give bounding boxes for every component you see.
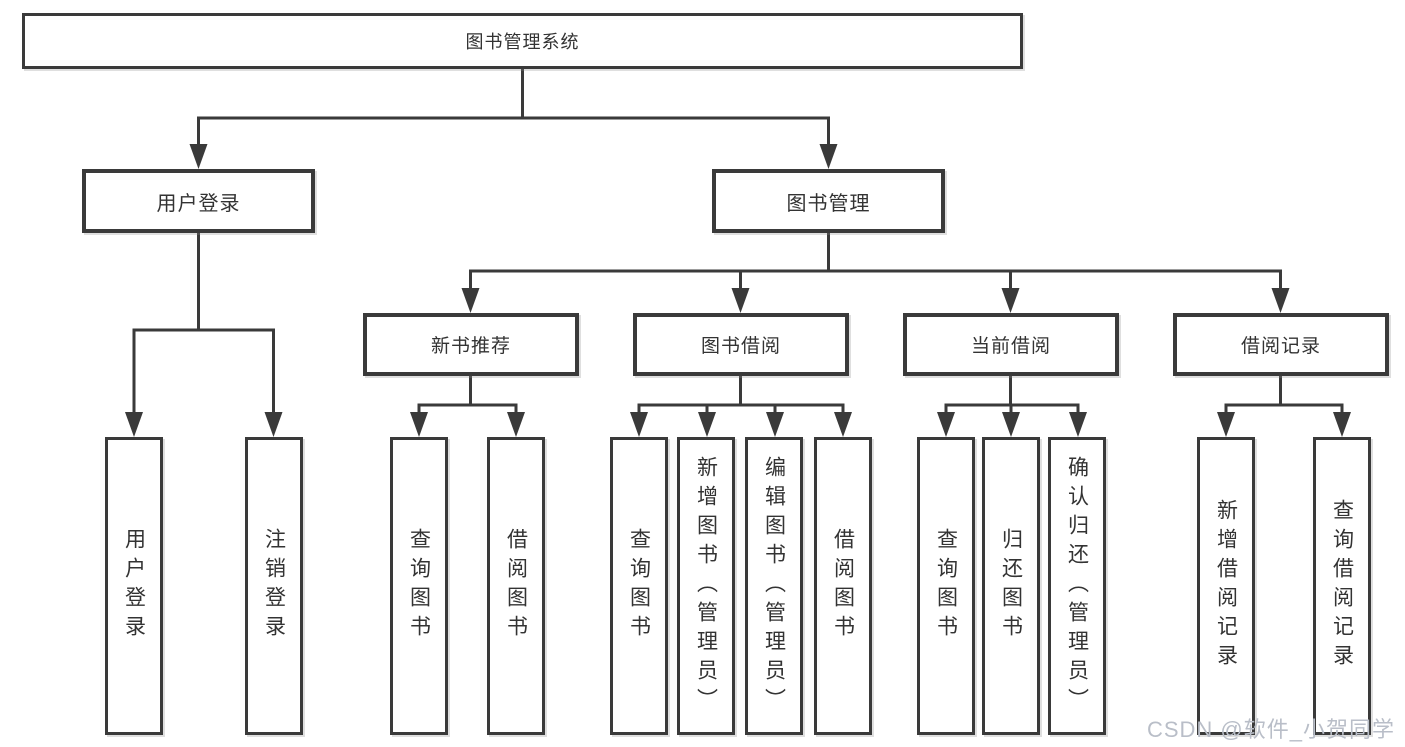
leaf-label: 查询图书: [934, 528, 958, 644]
leaf-label: 借阅图书: [831, 528, 855, 644]
leaf-label: 归还图书: [999, 528, 1023, 644]
node-borrow-records: 借阅记录: [1173, 313, 1389, 376]
leaf-query-books-borrow: 查询图书: [610, 437, 668, 735]
leaf-label: 查询图书: [627, 528, 651, 644]
node-book-management: 图书管理: [712, 169, 945, 233]
leaf-label: 注销登录: [262, 528, 286, 644]
csdn-watermark: CSDN @软件_小贺同学: [1146, 717, 1395, 742]
leaf-logout: 注销登录: [245, 437, 303, 735]
leaf-label: 新增图书（管理员）: [694, 455, 718, 717]
leaf-label: 确认归还（管理员）: [1065, 455, 1089, 717]
leaf-query-books-current: 查询图书: [917, 437, 975, 735]
leaf-label: 新增借阅记录: [1214, 499, 1238, 673]
node-new-book-recommend: 新书推荐: [363, 313, 579, 376]
leaf-label: 查询图书: [407, 528, 431, 644]
leaf-user-login: 用户登录: [105, 437, 163, 735]
leaf-label: 借阅图书: [504, 528, 528, 644]
leaf-query-books-recommend: 查询图书: [390, 437, 448, 735]
node-current-borrow: 当前借阅: [903, 313, 1119, 376]
leaf-label: 编辑图书（管理员）: [762, 455, 786, 717]
node-book-borrow: 图书借阅: [633, 313, 849, 376]
leaf-label: 用户登录: [122, 528, 146, 644]
leaf-return-book: 归还图书: [982, 437, 1040, 735]
leaf-query-borrow-record: 查询借阅记录: [1313, 437, 1371, 735]
leaf-edit-book-admin: 编辑图书（管理员）: [745, 437, 803, 735]
leaf-label: 查询借阅记录: [1330, 499, 1354, 673]
node-user-login: 用户登录: [82, 169, 315, 233]
leaf-borrow-books-recommend: 借阅图书: [487, 437, 545, 735]
leaf-add-borrow-record: 新增借阅记录: [1197, 437, 1255, 735]
leaf-add-book-admin: 新增图书（管理员）: [677, 437, 735, 735]
leaf-confirm-return-admin: 确认归还（管理员）: [1048, 437, 1106, 735]
node-library-management-system: 图书管理系统: [22, 13, 1023, 69]
leaf-borrow-books: 借阅图书: [814, 437, 872, 735]
